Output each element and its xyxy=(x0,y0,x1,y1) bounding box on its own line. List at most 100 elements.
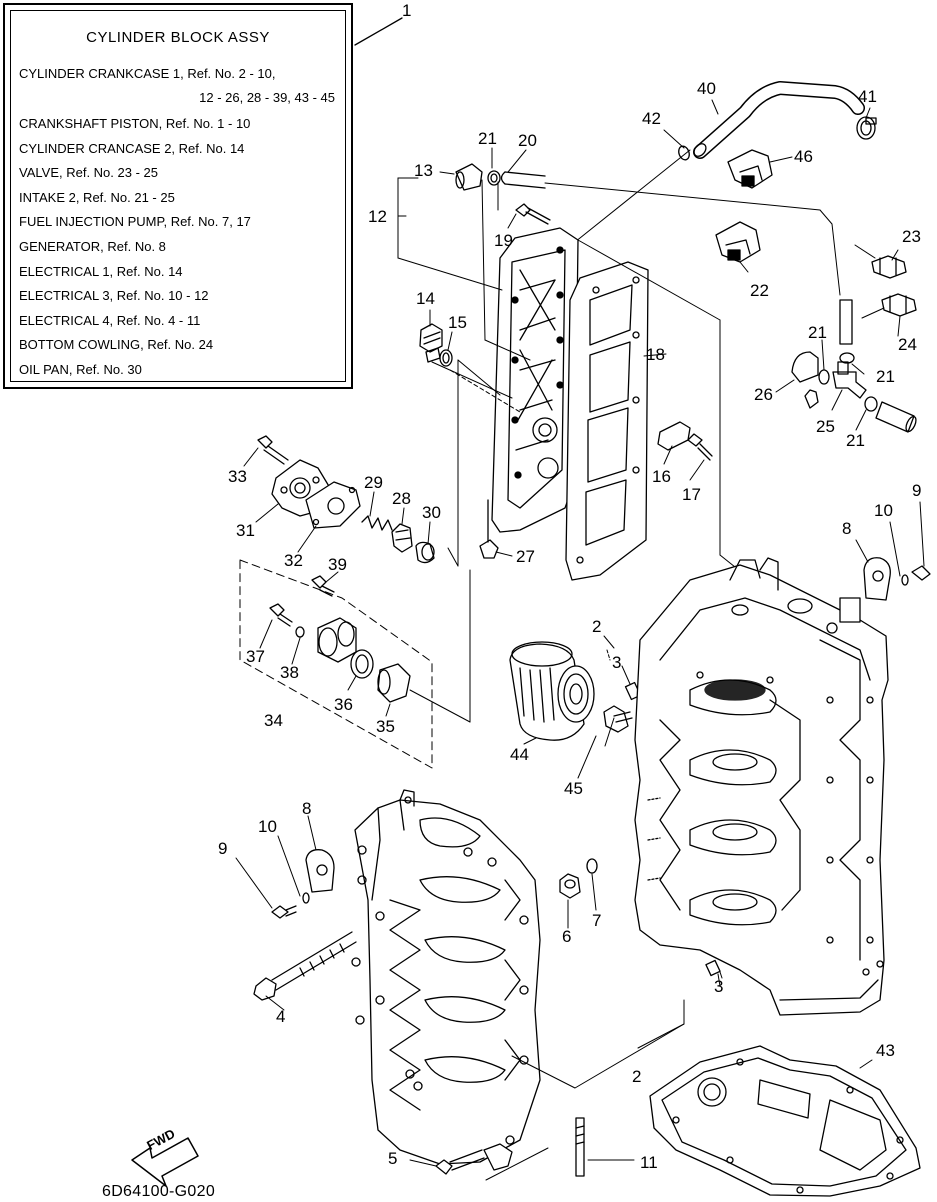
spring-29 xyxy=(361,515,393,531)
dowel-3-lower xyxy=(705,959,721,977)
bolt-37 xyxy=(269,603,293,627)
part-label-35: 35 xyxy=(376,717,395,736)
part-label-33: 33 xyxy=(228,467,247,486)
clip-27 xyxy=(479,499,499,559)
part-label-26: 26 xyxy=(754,385,773,404)
bolt-9-left xyxy=(271,905,297,919)
part-label-30: 30 xyxy=(422,503,441,522)
plate-8-right xyxy=(863,557,891,601)
plug-13 xyxy=(455,163,483,191)
collar-35 xyxy=(377,663,411,703)
part-label-20: 20 xyxy=(518,131,537,150)
info-box-title: CYLINDER BLOCK ASSY xyxy=(86,29,270,46)
part-label-17: 17 xyxy=(682,485,701,504)
part-label-46: 46 xyxy=(794,147,813,166)
info-line: ELECTRICAL 4, Ref. No. 4 - 11 xyxy=(19,313,201,328)
part-label-6: 6 xyxy=(562,927,572,946)
part-label-21c: 21 xyxy=(876,367,895,386)
catalog-number: 6D64100-G020 xyxy=(102,1183,216,1200)
part-label-29: 29 xyxy=(364,473,383,492)
part-label-1: 1 xyxy=(402,1,412,20)
bolt-19 xyxy=(515,203,551,225)
grommet-30 xyxy=(415,541,435,564)
thermostat-28 xyxy=(391,523,413,553)
label-leaders xyxy=(235,99,925,1167)
hose-clamp-22 xyxy=(715,221,761,263)
part-label-9-right: 9 xyxy=(912,481,922,500)
fwd-arrow xyxy=(131,1137,199,1187)
plate-8-left xyxy=(305,849,335,893)
part-label-32: 32 xyxy=(284,551,303,570)
hose-clamp-46 xyxy=(727,149,773,189)
valve-23 xyxy=(871,255,907,279)
exhaust-cover-12 xyxy=(491,227,579,533)
info-line: VALVE, Ref. No. 23 - 25 xyxy=(19,165,158,180)
bolt-33 xyxy=(257,435,289,465)
part-label-37: 37 xyxy=(246,647,265,666)
part-36-body xyxy=(317,617,357,663)
ring-36 xyxy=(350,649,374,679)
part-label-8-left: 8 xyxy=(302,799,312,818)
part-label-21: 21 xyxy=(478,129,497,148)
part-label-3-upper: 3 xyxy=(612,653,622,672)
bolt-17 xyxy=(687,433,713,461)
part-label-42: 42 xyxy=(642,109,661,128)
hose-40 xyxy=(693,81,865,159)
washer-10-right xyxy=(901,574,909,586)
info-line: CYLINDER CRANKCASE 1, Ref. No. 2 - 10, xyxy=(19,66,276,81)
assembly-info-box: CYLINDER BLOCK ASSY CYLINDER CRANKCASE 1… xyxy=(3,3,353,389)
info-line: ELECTRICAL 3, Ref. No. 10 - 12 xyxy=(19,288,209,303)
bracket-16 xyxy=(657,421,691,451)
part-label-23: 23 xyxy=(902,227,921,246)
crankcase xyxy=(351,789,541,1171)
part-label-21d: 21 xyxy=(846,431,865,450)
part-label-10-left: 10 xyxy=(258,817,277,836)
part-label-15: 15 xyxy=(448,313,467,332)
info-box-inner-border: CYLINDER BLOCK ASSY CYLINDER CRANKCASE 1… xyxy=(10,10,346,382)
part-label-44: 44 xyxy=(510,745,529,764)
part-label-39: 39 xyxy=(328,555,347,574)
sensor-14 xyxy=(419,323,443,363)
t-joint-25 xyxy=(832,361,867,399)
info-line: ELECTRICAL 1, Ref. No. 14 xyxy=(19,264,183,279)
part-label-28: 28 xyxy=(392,489,411,508)
part-label-41: 41 xyxy=(858,87,877,106)
gasket-43 xyxy=(649,1045,921,1197)
oil-filter-44 xyxy=(509,641,595,741)
group-34-outline xyxy=(239,559,433,769)
long-bolt-4 xyxy=(253,931,357,1001)
info-line: CYLINDER CRANCASE 2, Ref. No. 14 xyxy=(19,141,245,156)
part-label-11: 11 xyxy=(640,1153,658,1172)
info-line: OIL PAN, Ref. No. 30 xyxy=(19,362,142,377)
stud-11 xyxy=(575,1117,585,1177)
bolt-9-right xyxy=(911,565,931,581)
part-label-24: 24 xyxy=(898,335,917,354)
part-label-13: 13 xyxy=(414,161,433,180)
part-label-5: 5 xyxy=(388,1149,398,1168)
part-label-25: 25 xyxy=(816,417,835,436)
leader-line xyxy=(354,17,403,46)
tube-vertical xyxy=(839,299,853,345)
washer-38 xyxy=(295,626,305,638)
part-label-19: 19 xyxy=(494,231,513,250)
part-label-14: 14 xyxy=(416,289,435,308)
part-label-45: 45 xyxy=(564,779,583,798)
info-line: GENERATOR, Ref. No. 8 xyxy=(19,239,166,254)
info-line: 12 - 26, 28 - 39, 43 - 45 xyxy=(199,90,335,105)
valve-24 xyxy=(881,293,917,317)
part-label-27: 27 xyxy=(516,547,535,566)
part-label-4: 4 xyxy=(276,1007,286,1026)
part-label-2-lower: 2 xyxy=(632,1067,642,1086)
elbow-26 xyxy=(791,351,819,409)
part-label-9-left: 9 xyxy=(218,839,228,858)
part-label-10-right: 10 xyxy=(874,501,893,520)
part-label-43: 43 xyxy=(876,1041,895,1060)
part-label-16: 16 xyxy=(652,467,671,486)
info-line: FUEL INJECTION PUMP, Ref. No. 7, 17 xyxy=(19,214,251,229)
part-label-18: 18 xyxy=(646,345,665,364)
washer-10-left xyxy=(302,892,310,904)
part-label-22: 22 xyxy=(750,281,769,300)
part-label-3-lower: 3 xyxy=(714,977,724,996)
fitting-45 xyxy=(603,705,633,733)
